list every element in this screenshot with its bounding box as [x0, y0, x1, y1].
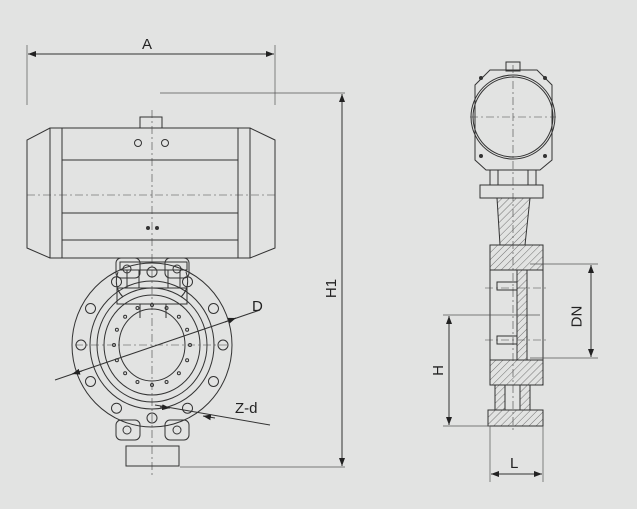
inner-bolt-hole	[150, 383, 154, 387]
flange-bolt-hole	[146, 266, 158, 278]
flange-bolt-hole	[111, 276, 122, 288]
inner-bolt-hole	[114, 327, 119, 332]
flange-bolt-hole	[207, 376, 219, 387]
flange-bolt-hole	[182, 276, 193, 288]
inner-bolt-hole	[185, 327, 190, 332]
inner-bolt-hole	[135, 379, 140, 384]
flange-bolt-hole	[217, 339, 229, 351]
inner-bolt-hole	[123, 371, 128, 376]
dimension-z-d-label: Z-d	[235, 400, 258, 417]
inner-bolt-hole	[150, 303, 154, 307]
flange-bolt-hole	[182, 402, 193, 414]
dimension-a-label: A	[142, 36, 153, 53]
inner-bolt-hole	[176, 314, 181, 319]
dimension-l-label: L	[510, 455, 519, 472]
front-view	[26, 45, 345, 475]
side-view	[443, 61, 598, 482]
dimension-d-label: D	[252, 298, 263, 315]
flange-bolt-hole	[85, 303, 97, 314]
inner-bolt-hole	[176, 371, 181, 376]
inner-bolt-hole	[135, 306, 140, 311]
inner-bolt-hole	[185, 358, 190, 363]
flange-bolt-hole	[146, 412, 158, 424]
inner-bolt-hole	[164, 306, 169, 311]
dimension-h1-label: H1	[323, 278, 341, 299]
dimension-h-label: H	[429, 365, 447, 376]
dimension-dn-label: DN	[568, 305, 586, 328]
inner-bolt-hole	[123, 314, 128, 319]
flange-bolt-hole	[85, 376, 97, 387]
flange-bolt-hole	[207, 303, 219, 314]
inner-bolt-hole	[164, 379, 169, 384]
flange-bolt-hole	[111, 402, 122, 414]
